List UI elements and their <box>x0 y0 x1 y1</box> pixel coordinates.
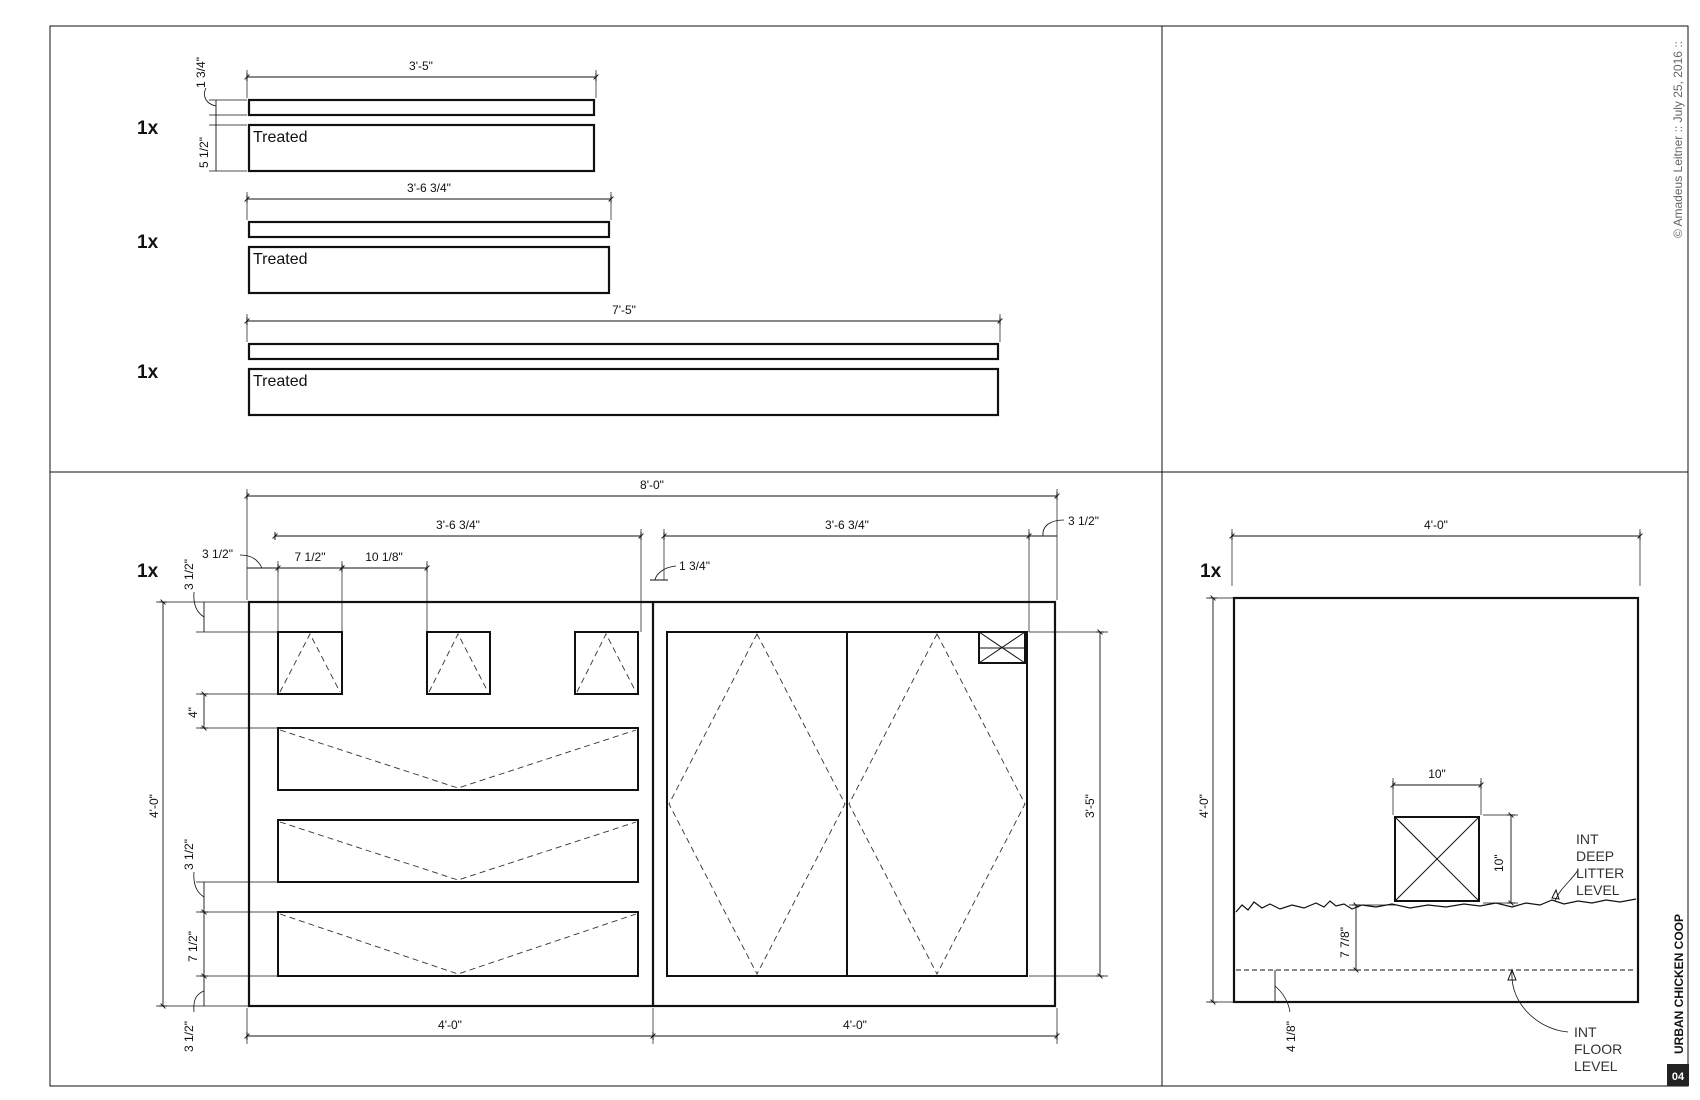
page-number: 04 <box>1672 1071 1685 1083</box>
litter-note-line-1: INT <box>1576 831 1599 847</box>
side-width-dim: 4'-0" <box>1424 518 1448 532</box>
board-1: 1x 3'-5" Treated 1 3/4" 5 1/2" <box>137 57 599 173</box>
board-2-label: Treated <box>253 251 308 268</box>
board-3: 1x 7'-5" Treated <box>137 303 1003 417</box>
door-vent <box>978 631 1026 664</box>
board-1-thickness-dim: 1 3/4" <box>194 57 208 88</box>
board-1-width-dim: 5 1/2" <box>197 137 211 168</box>
slat-panel-3 <box>277 911 639 977</box>
floor-note-line-2: FLOOR <box>1574 1041 1622 1057</box>
side-vent-width-dim: 10" <box>1428 767 1446 781</box>
deep-litter-line <box>1235 898 1637 913</box>
front-bottom-v-dim: 3 1/2" <box>182 1021 196 1052</box>
board-2: 1x 3'-6 3/4" Treated <box>137 181 614 295</box>
litter-note-line-2: DEEP <box>1576 848 1614 864</box>
board-2-length-dim: 3'-6 3/4" <box>407 181 451 195</box>
floor-note-line-3: LEVEL <box>1574 1058 1618 1074</box>
board-2-plank <box>247 245 611 295</box>
door-left <box>666 631 848 977</box>
front-top-v-dim: 3 1/2" <box>182 559 196 590</box>
board-3-length-dim: 7'-5" <box>612 303 636 317</box>
board-1-plank <box>247 123 596 173</box>
front-qty: 1x <box>137 561 159 582</box>
floor-note-line-1: INT <box>1574 1024 1597 1040</box>
slat-panel-2 <box>277 819 639 883</box>
front-window-gap-dim: 10 1/8" <box>365 550 403 564</box>
side-height-dim: 4'-0" <box>1197 794 1211 818</box>
side-wall <box>1232 596 1640 1004</box>
front-door-height-dim: 3'-5" <box>1083 794 1097 818</box>
front-left-offset-dim: 3 1/2" <box>202 547 233 561</box>
board-2-strip <box>247 220 611 239</box>
board-1-length-dim: 3'-5" <box>409 59 433 73</box>
board-3-label: Treated <box>253 373 308 390</box>
side-vent <box>1394 816 1480 902</box>
door-right <box>846 631 1028 977</box>
vent-window-1 <box>277 631 343 695</box>
vent-window-3 <box>574 631 639 695</box>
front-right-top-dim: 3'-6 3/4" <box>825 518 869 532</box>
front-left-top-dim: 3'-6 3/4" <box>436 518 480 532</box>
board-1-label: Treated <box>253 129 308 146</box>
side-qty: 1x <box>1200 561 1222 582</box>
front-bottom-left-dim: 4'-0" <box>438 1018 462 1032</box>
front-gap-v-dim: 4" <box>186 707 200 718</box>
front-frame-gap-dim: 1 3/4" <box>679 559 710 573</box>
litter-depth-dim: 7 7/8" <box>1338 927 1352 958</box>
front-height-dim: 4'-0" <box>147 794 161 818</box>
front-slat-h-dim: 7 1/2" <box>186 931 200 962</box>
board-3-qty: 1x <box>137 362 159 383</box>
front-bottom-right-dim: 4'-0" <box>843 1018 867 1032</box>
board-2-qty: 1x <box>137 232 159 253</box>
floor-height-dim: 4 1/8" <box>1284 1021 1298 1052</box>
board-3-strip <box>247 342 1000 361</box>
front-slat-gap-dim: 3 1/2" <box>182 839 196 870</box>
front-elevation: 1x 8'-0" 3'-6 3/4" 3'-6 3/4" 3 1/2" 3 1/… <box>137 478 1108 1052</box>
litter-note-line-4: LEVEL <box>1576 882 1620 898</box>
copyright-note: © Amadeus Leitner :: July 25, 2016 :: <box>1671 41 1685 238</box>
sheet-title: URBAN CHICKEN COOP <box>1672 914 1686 1054</box>
front-right-offset-dim: 3 1/2" <box>1068 514 1099 528</box>
vent-window-2 <box>426 631 491 695</box>
side-elevation: 1x 4'-0" 4'-0" 10" 10" INT DEEP LITTER L… <box>1197 518 1643 1074</box>
board-3-plank <box>247 367 1000 417</box>
slat-panel-1 <box>277 727 639 791</box>
board-1-strip <box>247 98 596 117</box>
litter-note-line-3: LITTER <box>1576 865 1624 881</box>
page-badge <box>1667 1064 1689 1086</box>
board-1-qty: 1x <box>137 118 159 139</box>
front-overall-dim: 8'-0" <box>640 478 664 492</box>
sheet-border <box>49 25 1689 1087</box>
front-window-width-dim: 7 1/2" <box>295 550 326 564</box>
side-vent-height-dim: 10" <box>1492 854 1506 872</box>
